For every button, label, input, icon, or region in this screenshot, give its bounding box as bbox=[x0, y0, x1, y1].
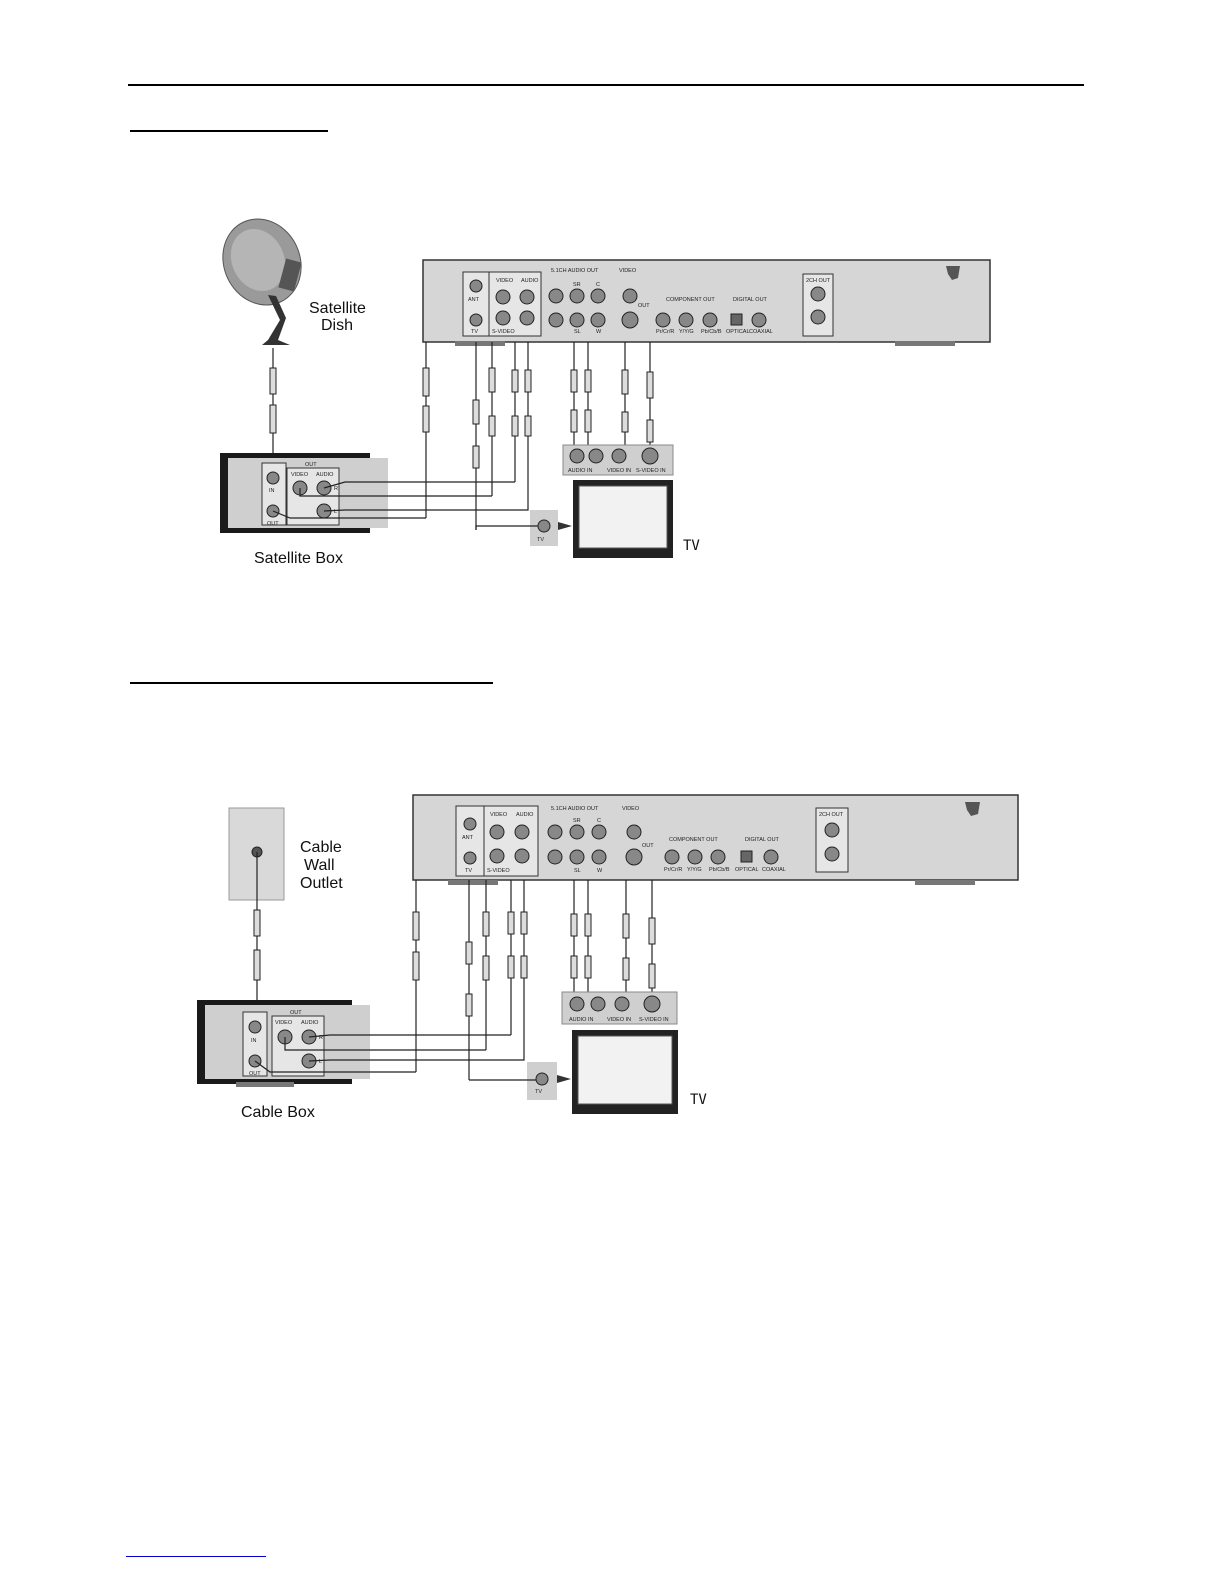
receiver-cables bbox=[422, 342, 654, 530]
tv-input-panel: AUDIO IN VIDEO IN S-VIDEO IN bbox=[562, 444, 674, 476]
receiver-2ch-label: 2CH OUT bbox=[806, 278, 831, 284]
receiver2-c-label: C bbox=[597, 818, 601, 824]
receiver-out-label: OUT bbox=[638, 303, 650, 309]
footer-link-rule bbox=[126, 1556, 266, 1557]
receiver2-out-label: OUT bbox=[642, 843, 654, 849]
receiver-svideo-label: S-VIDEO bbox=[492, 329, 515, 335]
outlet-label-line3: Outlet bbox=[300, 875, 343, 892]
dish-label-line1: Satellite bbox=[309, 300, 366, 317]
satellite-diagram-svg: Satellite Dish ANT TV VIDEO AUDIO S-VIDE… bbox=[220, 218, 991, 567]
tv2-set: TV bbox=[469, 1030, 678, 1114]
page-top-rule bbox=[128, 84, 1084, 86]
receiver-ant-label: ANT bbox=[468, 297, 480, 303]
receiver2-tv-label: TV bbox=[465, 868, 472, 874]
dish-label-line2: Dish bbox=[321, 317, 353, 334]
cablebox-out-label: OUT bbox=[249, 1071, 261, 1077]
tv-antenna-label: TV bbox=[537, 537, 544, 543]
receiver2-y-label: Y/Y/G bbox=[687, 867, 702, 873]
receiver-51ch-label: 5.1CH AUDIO OUT bbox=[551, 268, 599, 274]
cablebox-outgroup-label: OUT bbox=[290, 1010, 302, 1016]
receiver-component-label: COMPONENT OUT bbox=[666, 297, 715, 303]
receiver2-svideo-label: S-VIDEO bbox=[487, 868, 510, 874]
receiver-w-label: W bbox=[596, 329, 602, 335]
outlet-label-line1: Cable bbox=[300, 839, 342, 856]
receiver-sr-label: SR bbox=[573, 282, 581, 288]
tv-set: TV bbox=[475, 480, 673, 558]
cablebox-l-label: L bbox=[319, 1059, 322, 1065]
receiver2-optical-label: OPTICAL bbox=[735, 867, 759, 873]
satbox-l-label: L bbox=[334, 509, 337, 515]
satbox-wiring bbox=[272, 470, 529, 519]
receiver-logo-icon bbox=[946, 266, 960, 280]
receiver2-video-label: VIDEO bbox=[490, 812, 508, 818]
receiver-audio-label: AUDIO bbox=[521, 278, 539, 284]
receiver2-w-label: W bbox=[597, 868, 603, 874]
receiver2-audio-label: AUDIO bbox=[516, 812, 534, 818]
cablebox-in-label: IN bbox=[251, 1038, 257, 1044]
tv2-video-in-label: VIDEO IN bbox=[607, 1017, 631, 1023]
receiver2-pb-label: Pb/Cb/B bbox=[709, 867, 730, 873]
satbox-video-label: VIDEO bbox=[291, 472, 309, 478]
receiver-digital-label: DIGITAL OUT bbox=[733, 297, 768, 303]
tv-video-in-label: VIDEO IN bbox=[607, 468, 631, 474]
receiver2-ant-label: ANT bbox=[462, 835, 474, 841]
receiver-back-panel: ANT TV VIDEO AUDIO S-VIDEO 5.1CH AUDIO O… bbox=[422, 259, 991, 346]
receiver2-coaxial-label: COAXIAL bbox=[762, 867, 786, 873]
satellite-dish-icon bbox=[222, 218, 302, 345]
receiver2-videoout-label: VIDEO bbox=[622, 806, 640, 812]
satbox-audio-label: AUDIO bbox=[316, 472, 334, 478]
tv-audio-in-label: AUDIO IN bbox=[568, 468, 592, 474]
cablebox-audio-label: AUDIO bbox=[301, 1020, 319, 1026]
receiver-videoout-label: VIDEO bbox=[619, 268, 637, 274]
receiver2-pr-label: Pr/Cr/R bbox=[664, 867, 682, 873]
satbox-in-label: IN bbox=[269, 488, 275, 494]
cablebox-r-label: R bbox=[319, 1035, 323, 1041]
tv-label-1: TV bbox=[683, 538, 700, 554]
receiver2-component-label: COMPONENT OUT bbox=[669, 837, 718, 843]
tv2-input-panel: AUDIO IN VIDEO IN S-VIDEO IN bbox=[561, 991, 678, 1025]
cable-box-label: Cable Box bbox=[241, 1104, 315, 1121]
outlet-label-line2: Wall bbox=[304, 857, 335, 874]
cablebox-wiring bbox=[254, 1020, 525, 1073]
receiver-y-label: Y/Y/G bbox=[679, 329, 694, 335]
satellite-box: IN OUT OUT VIDEO AUDIO R L bbox=[220, 453, 388, 533]
receiver2-51ch-label: 5.1CH AUDIO OUT bbox=[551, 806, 599, 812]
receiver2-sr-label: SR bbox=[573, 818, 581, 824]
outlet-cable bbox=[253, 852, 261, 1020]
satbox-r-label: R bbox=[334, 486, 338, 492]
tv-svideo-in-label: S-VIDEO IN bbox=[636, 468, 666, 474]
section-heading-rule-1 bbox=[130, 130, 328, 132]
satellite-connection-diagram: Satellite Dish ANT TV VIDEO AUDIO S-VIDE… bbox=[0, 200, 1225, 580]
cablebox-video-label: VIDEO bbox=[275, 1020, 293, 1026]
cable-box: IN OUT OUT VIDEO AUDIO R L bbox=[197, 1000, 370, 1087]
section-heading-rule-2 bbox=[130, 682, 493, 684]
receiver2-2ch-label: 2CH OUT bbox=[819, 812, 844, 818]
receiver-pb-label: Pb/Cb/B bbox=[701, 329, 722, 335]
receiver-tv-label: TV bbox=[471, 329, 478, 335]
satellite-box-label: Satellite Box bbox=[254, 550, 343, 567]
tv2-antenna-label: TV bbox=[535, 1089, 542, 1095]
receiver2-digital-label: DIGITAL OUT bbox=[745, 837, 780, 843]
receiver-optical-label: OPTICAL bbox=[726, 329, 750, 335]
receiver-video-label: VIDEO bbox=[496, 278, 514, 284]
receiver-back-panel-2: ANT TV VIDEO AUDIO S-VIDEO 5.1CH AUDIO O… bbox=[412, 794, 1019, 885]
receiver-c-label: C bbox=[596, 282, 600, 288]
receiver-sl-label: SL bbox=[574, 329, 581, 335]
tv2-audio-in-label: AUDIO IN bbox=[569, 1017, 593, 1023]
cable-connection-diagram: Cable Wall Outlet ANT TV VIDEO AUDIO S-V… bbox=[0, 780, 1225, 1130]
tv-label-2: TV bbox=[690, 1092, 707, 1108]
receiver2-sl-label: SL bbox=[574, 868, 581, 874]
cable-diagram-svg: Cable Wall Outlet ANT TV VIDEO AUDIO S-V… bbox=[197, 794, 1019, 1121]
receiver-pr-label: Pr/Cr/R bbox=[656, 329, 674, 335]
receiver2-cables bbox=[412, 880, 656, 1080]
satbox-outgroup-label: OUT bbox=[305, 462, 317, 468]
tv2-svideo-in-label: S-VIDEO IN bbox=[639, 1017, 669, 1023]
receiver2-logo-icon bbox=[965, 802, 980, 816]
receiver-coaxial-label: COAXIAL bbox=[749, 329, 773, 335]
satbox-out-label: OUT bbox=[267, 521, 279, 527]
